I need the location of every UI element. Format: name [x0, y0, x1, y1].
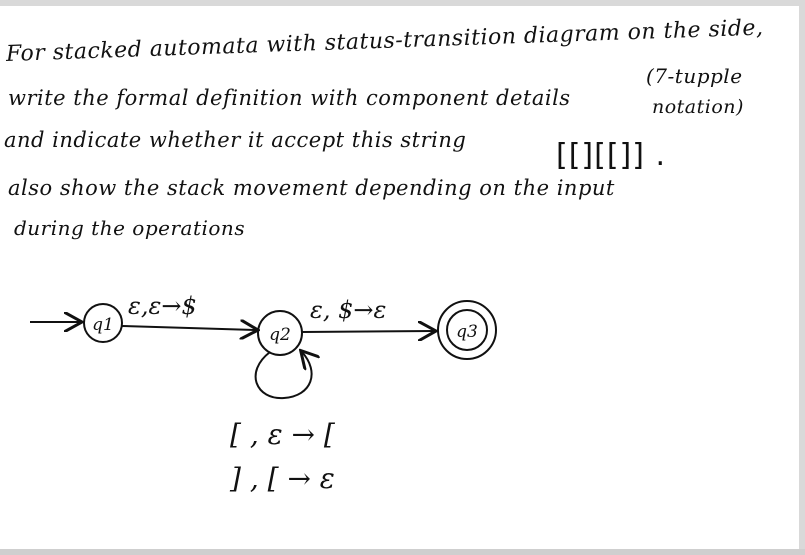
state-q1: q1 — [83, 303, 123, 343]
self-loop-q2 — [254, 352, 312, 400]
question-tuple-note: (7-tupple — [646, 64, 743, 88]
transition-q1-q2-arrow — [121, 326, 256, 330]
state-q1-label: q1 — [92, 315, 114, 335]
self-loop-rule-1: [ , ε → [ — [230, 418, 336, 451]
question-line-5: during the operations — [14, 216, 246, 240]
question-tuple-note-2: notation) — [652, 96, 744, 118]
transition-q2-q3-label: ε, $→ε — [310, 296, 386, 324]
transition-q1-q2-label: ε,ε→$ — [128, 292, 197, 320]
page-edge-right — [799, 0, 805, 555]
page-edge-bottom — [0, 549, 805, 555]
question-line-3: and indicate whether it accept this stri… — [4, 128, 467, 152]
state-q3-label: q3 — [456, 322, 478, 342]
state-q2-label: q2 — [269, 325, 291, 345]
page-edge-top — [0, 0, 805, 6]
transition-q2-q3-arrow — [301, 331, 434, 332]
state-q2: q2 — [257, 310, 303, 356]
self-loop-rule-2: ] , [ → ε — [229, 462, 335, 495]
state-q3-accepting: q3 — [437, 300, 497, 360]
input-string: [[][[]] . — [556, 138, 667, 173]
question-line-4: also show the stack movement depending o… — [8, 176, 615, 200]
question-line-2: write the formal definition with compone… — [8, 86, 571, 110]
